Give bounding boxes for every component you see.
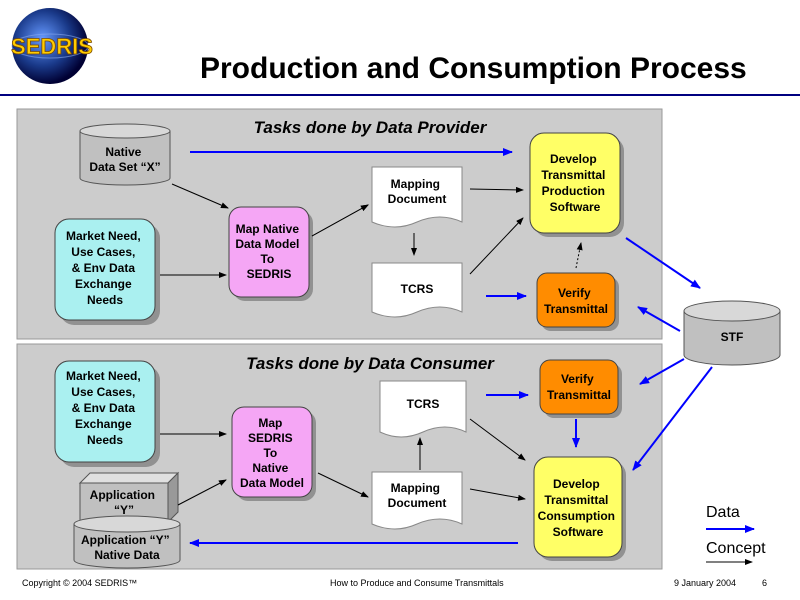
svg-text:Application “Y” Native D: Application “Y” Native Data	[81, 533, 173, 562]
mapping-document-provider: Mapping Document	[371, 166, 463, 228]
svg-text:Develop Transmittal: Develop Transmittal Consumption Software	[538, 477, 619, 539]
svg-text:STF: STF	[721, 330, 744, 344]
concept-arrows	[160, 183, 526, 506]
application-y-box: Application “Y”	[78, 471, 180, 524]
svg-text:Mapping Document: Mapping Document	[388, 177, 447, 206]
application-native-data-cylinder: Application “Y” Native Data	[73, 515, 181, 569]
provider-section-title: Tasks done by Data Provider	[254, 118, 488, 137]
svg-text:Verify Transmittal: Verify Transmittal	[544, 286, 608, 316]
legend-data-label: Data	[706, 504, 740, 521]
map-native-box: Map Native Data Model To SEDRIS	[228, 206, 313, 301]
tcrs-document-provider: TCRS	[371, 262, 463, 318]
develop-production-box: Develop Transmittal Production Software	[529, 132, 624, 237]
verify-to-develop-dotted-arrow	[575, 242, 583, 269]
svg-text:TCRS: TCRS	[401, 282, 434, 296]
title-rule	[0, 94, 800, 96]
slide-title: Production and Consumption Process	[200, 52, 747, 85]
svg-text:Verify Transmittal: Verify Transmittal	[547, 372, 611, 402]
native-data-set-cylinder: Native Data Set “X”	[79, 123, 171, 186]
svg-text:Market Need, Use Cases,: Market Need, Use Cases, & Env Data Excha…	[66, 369, 144, 447]
market-need-box-provider: Market Need, Use Cases, & Env Data Excha…	[54, 218, 160, 325]
svg-text:Application “Y”: Application “Y”	[90, 488, 159, 517]
footer-date: 9 January 2004	[674, 578, 737, 588]
svg-text:Market Need, Use Cases,: Market Need, Use Cases, & Env Data Excha…	[66, 229, 144, 307]
svg-text:Map Native Data Model: Map Native Data Model To SEDRIS	[235, 222, 302, 281]
footer-page-number: 6	[762, 578, 768, 588]
svg-text:Develop Transmittal: Develop Transmittal Production Software	[541, 152, 608, 214]
logo-text: SEDRIS	[11, 34, 93, 59]
legend-concept-label: Concept	[706, 540, 766, 557]
consumer-section-title: Tasks done by Data Consumer	[246, 354, 495, 373]
legend: Data Concept	[706, 504, 766, 565]
data-arrows	[189, 148, 713, 547]
footer-copyright: Copyright © 2004 SEDRIS™	[22, 578, 138, 588]
footer-center-title: How to Produce and Consume Transmittals	[330, 578, 504, 588]
develop-consumption-box: Develop Transmittal Consumption Software	[533, 456, 626, 561]
mapping-document-consumer: Mapping Document	[371, 471, 463, 530]
native-data-set-label: Native Data Set “X”	[89, 145, 160, 174]
svg-text:Map SEDRIS To: Map SEDRIS To Native Data Model	[240, 416, 304, 490]
map-sedris-box: Map SEDRIS To Native Data Model	[231, 406, 316, 501]
sedris-logo: SEDRIS	[11, 8, 93, 84]
verify-transmittal-box-consumer: Verify Transmittal	[539, 359, 622, 418]
tcrs-document-consumer: TCRS	[379, 380, 467, 438]
svg-text:Mapping Document: Mapping Document	[388, 481, 447, 510]
svg-text:TCRS: TCRS	[407, 397, 440, 411]
stf-cylinder: STF	[683, 300, 781, 366]
market-need-box-consumer: Market Need, Use Cases, & Env Data Excha…	[54, 360, 160, 467]
verify-transmittal-box-provider: Verify Transmittal	[536, 272, 619, 331]
